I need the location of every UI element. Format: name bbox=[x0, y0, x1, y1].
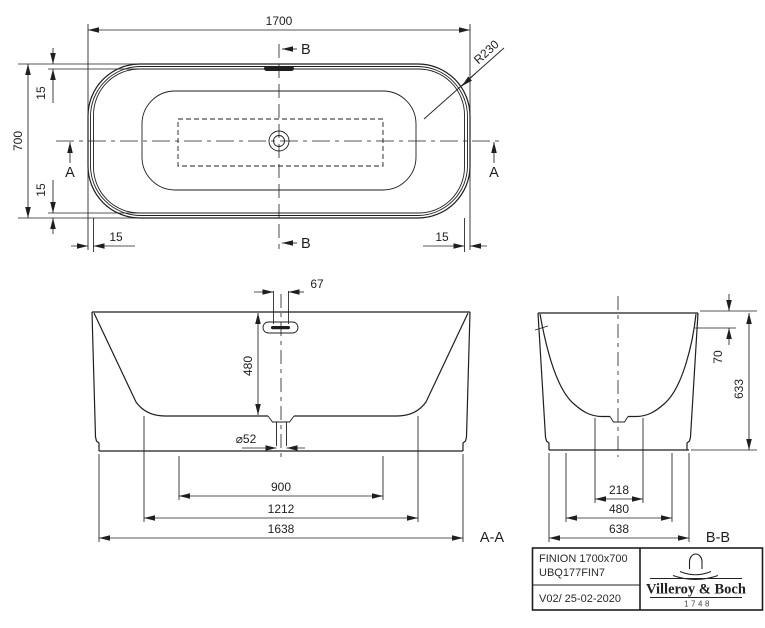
front-section-view: 67 480 ⌀52 900 1212 bbox=[91, 277, 505, 546]
dim-rim-label: 15 bbox=[34, 86, 48, 100]
fountain-ripple bbox=[672, 574, 719, 581]
section-a-label: A bbox=[65, 165, 75, 181]
tub-bottom-dashed-outline bbox=[177, 118, 384, 167]
section-marker-b: B B bbox=[282, 42, 311, 252]
dim-width-700: 700 bbox=[11, 63, 140, 219]
bowl-interior-left bbox=[93, 312, 268, 417]
bowl-interior-right bbox=[294, 312, 469, 417]
dim-depth-480: 480 bbox=[241, 313, 261, 415]
side-section-view: 70 633 218 480 638 B-B bbox=[534, 294, 757, 546]
dim-rim-label: 15 bbox=[34, 183, 48, 197]
dim-height-label: 633 bbox=[732, 379, 746, 399]
version-date: V02/ 25-02-2020 bbox=[539, 593, 621, 605]
dim-rim-label: 15 bbox=[109, 230, 123, 244]
dim-drain-label: ⌀52 bbox=[236, 432, 257, 446]
dim-218-label: 218 bbox=[609, 483, 629, 497]
drain-recess bbox=[609, 416, 629, 423]
dim-rim-bottom: 15 bbox=[34, 180, 145, 234]
fountain-ripple bbox=[679, 570, 712, 576]
brand-name: Villeroy & Boch bbox=[646, 582, 746, 598]
dim-drain-52: ⌀52 bbox=[236, 432, 305, 451]
dim-rim-right-end: 15 bbox=[423, 218, 487, 252]
title-block-border bbox=[531, 547, 764, 611]
overflow-mark-side bbox=[534, 325, 549, 331]
section-bb-label: B-B bbox=[706, 530, 730, 546]
dim-1638: 1638 bbox=[98, 454, 464, 542]
section-b-label: B bbox=[301, 236, 311, 252]
section-a-label: A bbox=[489, 165, 499, 181]
dim-638: 638 bbox=[548, 453, 690, 542]
leader-arrow bbox=[461, 72, 477, 87]
fountain-icon bbox=[688, 553, 703, 569]
overflow-slot-opening bbox=[271, 326, 290, 330]
dim-height-633: 633 bbox=[691, 313, 757, 451]
dim-1212-label: 1212 bbox=[268, 502, 295, 516]
dim-width-label: 700 bbox=[11, 131, 25, 151]
section-aa-label: A-A bbox=[480, 530, 505, 546]
dim-radius-label: R230 bbox=[471, 37, 502, 67]
section-marker-a: A A bbox=[65, 142, 499, 181]
dim-depth-label: 480 bbox=[241, 356, 255, 376]
brand-year: 1748 bbox=[684, 600, 712, 609]
bowl-interior-right bbox=[628, 313, 697, 418]
dim-overflow-67: 67 bbox=[254, 277, 324, 324]
dim-480-side: 480 bbox=[565, 453, 673, 522]
section-b-label: B bbox=[301, 42, 311, 58]
dim-overflow-label: 67 bbox=[310, 277, 324, 291]
dim-1212: 1212 bbox=[143, 416, 419, 522]
dim-900-label: 900 bbox=[271, 480, 291, 494]
outer-wall-right bbox=[686, 312, 699, 450]
drain-recess bbox=[267, 415, 295, 423]
outer-wall-left bbox=[537, 312, 550, 450]
dim-length-1700: 1700 bbox=[87, 14, 471, 250]
dim-218: 218 bbox=[594, 418, 644, 503]
dim-rim-label: 15 bbox=[435, 230, 449, 244]
dim-480-label: 480 bbox=[609, 502, 629, 516]
dim-1638-label: 1638 bbox=[268, 522, 295, 536]
overflow-slot-front bbox=[262, 321, 299, 334]
title-block: FINION 1700x700 UBQ177FIN7 V02/ 25-02-20… bbox=[531, 547, 764, 611]
dim-70-label: 70 bbox=[711, 350, 725, 364]
brand-logo: Villeroy & Boch 1748 bbox=[646, 553, 746, 609]
article-number: UBQ177FIN7 bbox=[539, 567, 605, 579]
dim-length-label: 1700 bbox=[266, 14, 293, 28]
dim-rim-top: 15 bbox=[34, 48, 145, 103]
outer-wall-left bbox=[91, 311, 100, 451]
dim-900: 900 bbox=[178, 456, 384, 500]
plan-view: 1700 700 15 15 15 bbox=[11, 14, 505, 252]
dim-rim-offset-70: 70 bbox=[695, 294, 757, 364]
dim-638-label: 638 bbox=[609, 522, 629, 536]
dim-rim-left-end: 15 bbox=[71, 218, 135, 252]
outer-wall-right bbox=[462, 311, 471, 451]
bowl-interior-left bbox=[539, 313, 610, 418]
product-name: FINION 1700x700 bbox=[539, 553, 628, 565]
